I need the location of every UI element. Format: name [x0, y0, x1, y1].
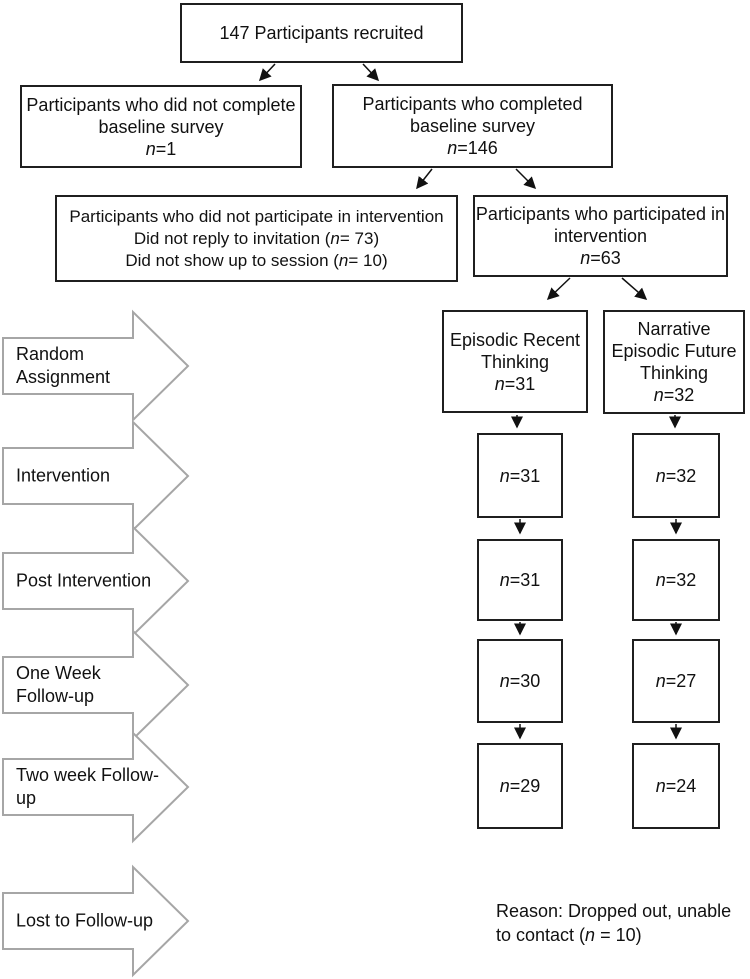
box-text-line: baseline survey — [98, 116, 224, 137]
n-symbol: n — [655, 570, 666, 590]
n-value: =1 — [155, 138, 177, 159]
box-text-line: baseline survey — [409, 116, 536, 136]
n-count: n=27 — [656, 670, 697, 692]
n-value: =32 — [663, 385, 695, 405]
n-symbol: n — [145, 138, 156, 159]
lost-to-followup-note: Reason: Dropped out, unable to contact (… — [496, 899, 731, 947]
n-count: n=146 — [447, 137, 498, 159]
box-text-line: Episodic Recent — [449, 329, 581, 350]
n-value: =31 — [509, 570, 541, 590]
n-symbol: n — [585, 925, 596, 945]
n-value: =31 — [504, 373, 536, 394]
box-ert-one-week-count: n=30 — [477, 639, 563, 723]
n-symbol: n — [655, 465, 666, 486]
box-text-line: Did not reply to invitation (n= 73) — [134, 228, 379, 250]
n-symbol: n — [653, 385, 664, 405]
n-value: =146 — [457, 138, 498, 158]
box-recruited: 147 Participants recruited — [180, 3, 463, 63]
n-symbol: n — [499, 570, 510, 590]
n-count: n=29 — [500, 775, 541, 797]
n-value: =63 — [590, 248, 621, 268]
box-ert-intervention-count: n=31 — [477, 433, 563, 518]
box-text-line: Episodic Future — [611, 341, 737, 361]
n-symbol: n — [655, 671, 666, 691]
n-count: n=31 — [495, 373, 536, 395]
text-part: = 10) — [348, 250, 388, 270]
n-symbol: n — [499, 465, 510, 486]
stage-label-random-assignment: Random Assignment — [16, 344, 111, 387]
box-text-line: Thinking — [639, 363, 709, 383]
stage-label-two-week-followup: Two week Follow-up — [16, 765, 160, 808]
stage-label-post-intervention: Post Intervention — [16, 570, 152, 591]
box-ert-post-intervention-count: n=31 — [477, 539, 563, 621]
box-arm-episodic-recent-thinking: Episodic Recent Thinking n=31 — [442, 310, 588, 413]
box-text-line: Thinking — [480, 351, 550, 372]
box-neft-intervention-count: n=32 — [632, 433, 720, 518]
n-count: n=30 — [500, 670, 541, 692]
box-text-line: Participants who completed — [362, 94, 583, 114]
stage-label-intervention: Intervention — [16, 465, 111, 486]
n-value: =24 — [665, 776, 697, 796]
box-neft-post-intervention-count: n=32 — [632, 539, 720, 621]
box-did-not-complete-baseline: Participants who did not complete baseli… — [20, 85, 302, 168]
n-value: =32 — [665, 570, 697, 590]
box-neft-two-week-count: n=24 — [632, 743, 720, 829]
box-recruited-text: 147 Participants recruited — [219, 23, 424, 43]
text-part: Did not show up to session ( — [125, 250, 339, 270]
n-symbol: n — [499, 671, 510, 691]
n-symbol: n — [330, 228, 340, 248]
box-text-line: Participants who did not participate in … — [69, 206, 444, 226]
n-symbol: n — [499, 776, 510, 796]
note-line: Reason: Dropped out, unable — [496, 901, 732, 921]
n-symbol: n — [338, 250, 349, 270]
box-ert-two-week-count: n=29 — [477, 743, 563, 829]
n-value: =29 — [509, 776, 541, 796]
box-text-line: intervention — [553, 226, 648, 246]
box-did-not-participate: Participants who did not participate in … — [55, 195, 458, 282]
n-count: n=32 — [656, 569, 697, 591]
box-neft-one-week-count: n=27 — [632, 639, 720, 723]
box-participated: Participants who participated in interve… — [473, 195, 728, 277]
n-count: n=31 — [500, 569, 541, 591]
text-part: = 73) — [339, 228, 380, 248]
n-value: =30 — [509, 671, 541, 691]
n-count: n=32 — [656, 465, 697, 487]
n-symbol: n — [494, 373, 505, 394]
n-count: n=24 — [656, 775, 697, 797]
box-arm-narrative-episodic-future-thinking: Narrative Episodic Future Thinking n=32 — [603, 310, 745, 414]
box-text-line: Narrative — [637, 319, 711, 339]
text-part: to contact ( — [496, 925, 586, 945]
box-text-line: Did not show up to session (n= 10) — [125, 250, 387, 272]
n-value: =32 — [665, 465, 697, 486]
n-value: =31 — [509, 465, 541, 486]
stage-label-one-week-followup: One Week Follow-up — [16, 663, 101, 706]
note-line: to contact (n = 10) — [496, 923, 731, 947]
stage-label-lost-to-followup: Lost to Follow-up — [16, 910, 154, 931]
n-count: n=63 — [580, 247, 621, 269]
text-part: = 10) — [595, 925, 642, 945]
n-count: n=31 — [500, 465, 541, 487]
box-text-line: Participants who did not complete — [26, 94, 296, 115]
n-symbol: n — [580, 248, 591, 268]
n-count: n=32 — [654, 384, 695, 406]
box-text-line: Participants who participated in — [475, 204, 726, 224]
box-completed-baseline: Participants who completed baseline surv… — [332, 84, 613, 168]
n-count: n=1 — [146, 138, 177, 160]
text-part: Did not reply to invitation ( — [133, 228, 331, 248]
n-symbol: n — [655, 776, 666, 796]
n-value: =27 — [665, 671, 697, 691]
n-symbol: n — [447, 138, 458, 158]
